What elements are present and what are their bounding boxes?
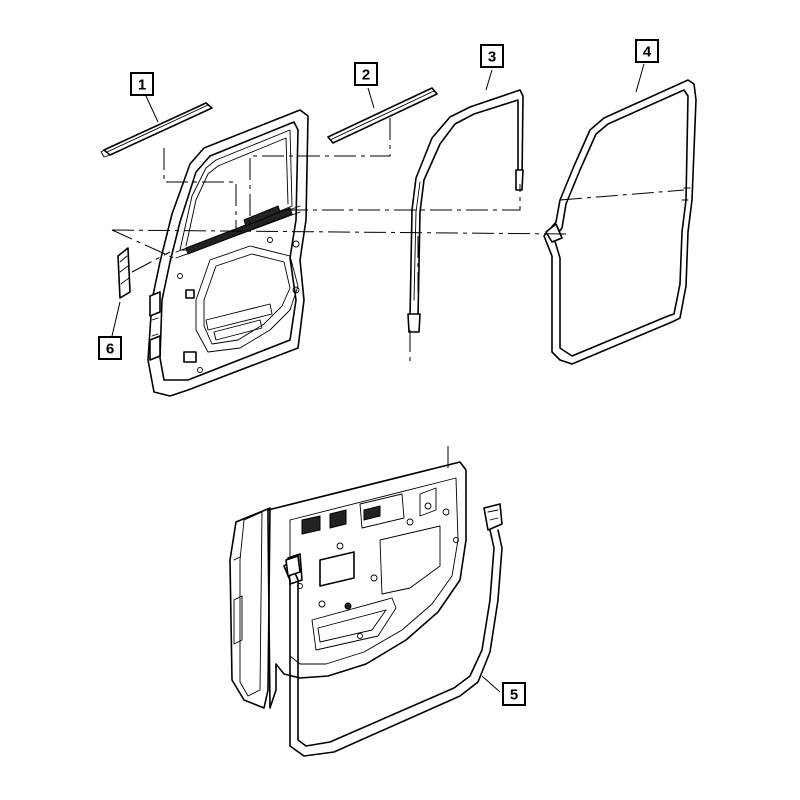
assembly-lines	[111, 118, 685, 470]
callout-5-label: 5	[510, 687, 518, 704]
part-4-door-seal	[543, 79, 697, 365]
door-shell-upper	[147, 109, 309, 397]
part-6-bracket	[117, 247, 131, 299]
callout-6-label: 6	[106, 341, 114, 358]
part-2-outer-belt-weatherstrip	[327, 87, 438, 144]
callout-6: 6	[98, 336, 122, 360]
leader-lines	[111, 63, 645, 693]
callout-1: 1	[130, 72, 154, 96]
callout-5: 5	[502, 682, 526, 706]
callout-2: 2	[354, 62, 378, 86]
callout-1-label: 1	[138, 77, 146, 94]
callout-3: 3	[480, 44, 504, 68]
callout-4-label: 4	[643, 44, 652, 61]
callout-4: 4	[635, 39, 659, 63]
callout-2-label: 2	[362, 67, 370, 84]
part-5-door-seal-lower	[283, 503, 503, 757]
callout-3-label: 3	[488, 49, 496, 66]
part-1-inner-belt-weatherstrip	[100, 102, 213, 158]
part-3-glass-run-channel	[407, 89, 524, 333]
door-inner-panel-lower	[229, 461, 467, 709]
